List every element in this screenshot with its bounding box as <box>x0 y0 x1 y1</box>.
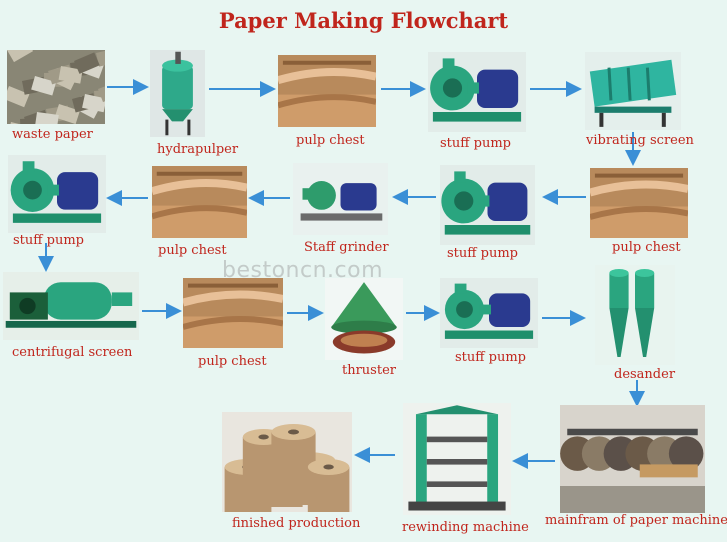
flow-node-label: mainfram of paper machine <box>545 513 727 528</box>
stuff-pump-icon <box>8 155 106 233</box>
flow-node-label: stuff pump <box>440 136 511 151</box>
vibrating-screen-icon <box>585 52 681 130</box>
stuff-pump-icon <box>440 165 535 245</box>
grinder-icon <box>293 163 388 235</box>
page-title: Paper Making Flowchart <box>218 8 509 33</box>
flow-node-label: stuff pump <box>455 350 526 365</box>
flow-node-label: stuff pump <box>447 246 518 261</box>
desander-icon <box>595 265 675 365</box>
centrifugal-screen-icon <box>3 272 139 340</box>
flow-node-label: stuff pump <box>13 233 84 248</box>
paper-machine-icon <box>560 405 705 513</box>
flow-node-label: vibrating screen <box>586 133 694 148</box>
flow-node-label: hydrapulper <box>157 142 239 157</box>
flow-node-label: pulp chest <box>296 133 365 148</box>
flow-node-label: thruster <box>342 363 396 378</box>
flow-node-label: pulp chest <box>612 240 681 255</box>
pulp-chest-icon <box>278 55 376 127</box>
flow-node-label: waste paper <box>12 127 93 142</box>
stuff-pump-icon <box>440 278 538 348</box>
flow-node-label: pulp chest <box>198 354 267 369</box>
flow-node-label: pulp chest <box>158 243 227 258</box>
flow-node-label: Staff grinder <box>304 240 389 255</box>
waste-paper-icon <box>7 50 105 124</box>
flow-node-label: centrifugal screen <box>12 345 133 360</box>
flow-node-label: desander <box>614 367 676 382</box>
flow-node-label: rewinding machine <box>402 520 529 535</box>
pulp-chest-icon <box>590 168 688 238</box>
flow-node-label: finished production <box>232 516 361 531</box>
hydrapulper-icon <box>150 50 205 137</box>
stuff-pump-icon <box>428 52 526 132</box>
pulp-chest-icon <box>152 166 247 238</box>
paper-rolls-icon <box>222 412 352 512</box>
rewinding-machine-icon <box>403 403 511 515</box>
thruster-icon <box>325 278 403 360</box>
pulp-chest-icon <box>183 278 283 348</box>
